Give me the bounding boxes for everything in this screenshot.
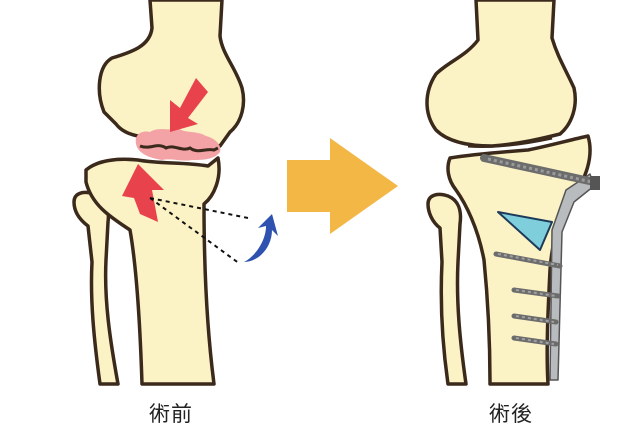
preop-knee: [72, 0, 278, 386]
postop-joint-line: [467, 136, 553, 149]
preop-fibula: [72, 190, 120, 386]
joint-line: [139, 144, 219, 153]
caption-after-surgery: 術後: [489, 402, 533, 426]
horizontal-screw: [480, 154, 600, 190]
angle-dashed-lines: [149, 197, 249, 265]
compression-arrow-upper: [170, 78, 208, 132]
caption-before-surgery: 術前: [149, 402, 193, 426]
postop-femur: [425, 0, 577, 148]
postop-knee: [425, 0, 600, 386]
shaft-screw-threads: [497, 253, 559, 345]
right-arrow-icon: [287, 138, 398, 234]
compression-arrow-lower: [122, 164, 164, 222]
postop-fibula: [426, 192, 468, 386]
curved-arrow-icon: [244, 214, 278, 262]
bone-wedge: [497, 211, 553, 251]
preop-tibia: [84, 156, 221, 386]
inflamed-cartilage: [135, 128, 221, 161]
